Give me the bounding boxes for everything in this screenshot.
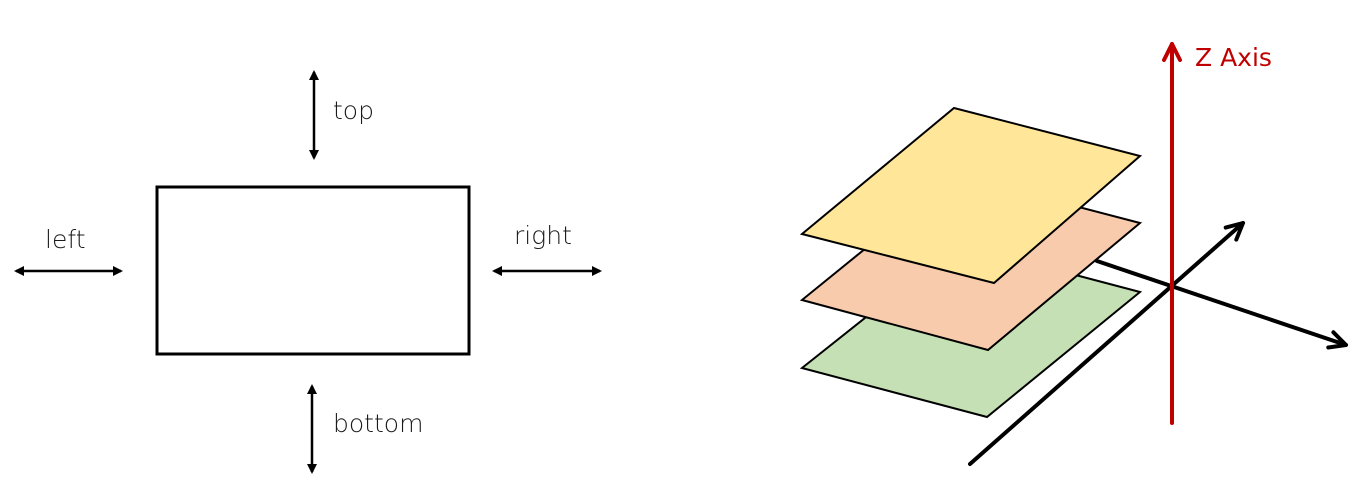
- z-axis-label: Z Axis: [1195, 43, 1272, 72]
- right-label: right: [514, 221, 572, 250]
- box-model-diagram: top left right bottom: [14, 70, 602, 474]
- left-label: left: [45, 225, 86, 254]
- bottom-label: bottom: [333, 409, 423, 438]
- depth-axis: [968, 221, 1245, 466]
- x-axis: [1095, 259, 1348, 350]
- z-axis-diagram: Z Axis: [799, 42, 1348, 466]
- top-label: top: [333, 96, 374, 125]
- layer-top: [799, 106, 1143, 285]
- content-box: [155, 185, 471, 356]
